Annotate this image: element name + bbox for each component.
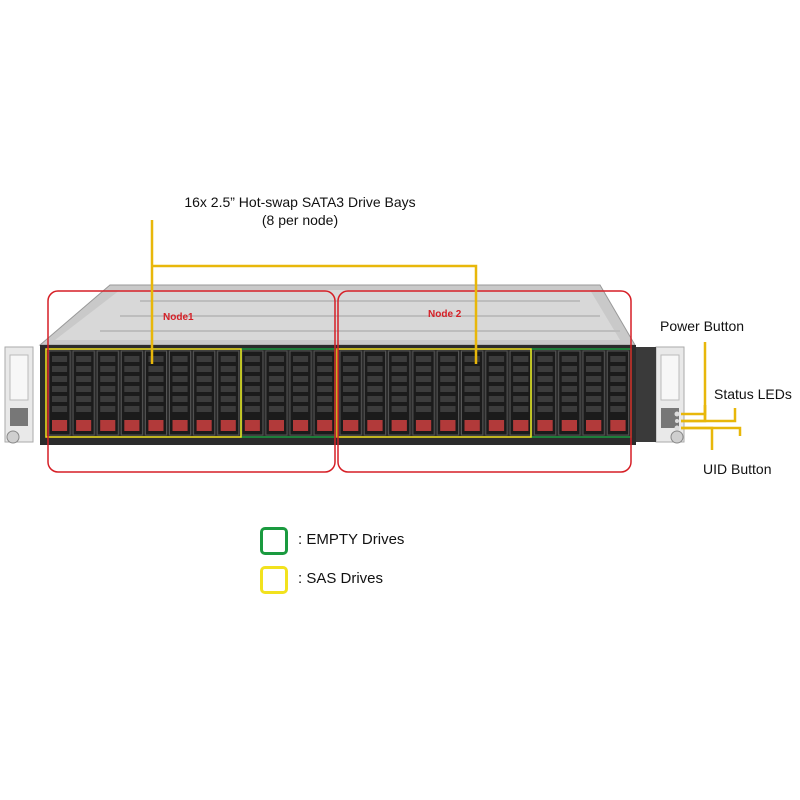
drive-latch — [100, 420, 116, 431]
drive-latch — [52, 420, 68, 431]
drive-latch — [317, 420, 333, 431]
power-button-callout-line — [681, 342, 707, 416]
drive-caddy[interactable] — [96, 350, 119, 436]
drive-caddy[interactable] — [533, 350, 557, 436]
sas-drives-legend-swatch — [260, 566, 288, 594]
node1-label: Node1 — [163, 312, 194, 323]
status-leds-label: Status LEDs — [714, 386, 792, 402]
drive-caddy[interactable] — [313, 350, 336, 436]
drive-caddy[interactable] — [120, 350, 143, 436]
chassis-top-vents — [100, 300, 620, 332]
drive-latch — [244, 420, 260, 431]
drive-caddy[interactable] — [339, 350, 362, 436]
drive-latch — [415, 420, 432, 431]
left-thumbscrew — [6, 430, 20, 444]
status-led-icon — [675, 419, 679, 423]
callout-lines — [150, 220, 742, 450]
drive-latch — [76, 420, 92, 431]
drive-latch — [586, 420, 602, 431]
drive-latch — [196, 420, 212, 431]
drive-latch — [220, 420, 236, 431]
drive-caddy[interactable] — [606, 350, 630, 436]
uid-button-icon — [674, 425, 680, 431]
node1-outline — [47, 290, 336, 473]
drive-latch — [513, 420, 529, 431]
power-button-icon — [674, 411, 680, 417]
node2-label: Node 2 — [428, 309, 462, 320]
drive-latch — [464, 420, 480, 431]
drive-caddy[interactable] — [436, 350, 460, 436]
drive-latch — [172, 420, 188, 431]
drive-latch — [343, 420, 359, 431]
drive-latch — [561, 420, 577, 431]
drive-caddy[interactable] — [388, 350, 411, 436]
drive-caddy[interactable] — [217, 350, 240, 436]
sas-drives-outline-node1 — [45, 348, 242, 438]
sas-drives-legend-label: : SAS Drives — [298, 570, 384, 587]
uid-button-callout-line — [681, 426, 714, 450]
drive-latch — [293, 420, 309, 431]
drive-caddy[interactable] — [144, 350, 167, 436]
drive-latch — [148, 420, 164, 431]
drive-caddy[interactable] — [461, 350, 484, 436]
drive-bays-callout-line2: (8 per node) — [261, 212, 339, 228]
drive-caddy[interactable] — [48, 350, 71, 436]
drive-caddy[interactable] — [412, 350, 435, 436]
drive-latch — [440, 420, 456, 431]
drive-latch — [610, 420, 626, 431]
power-button-label: Power Button — [660, 318, 745, 334]
drive-latch — [488, 420, 505, 431]
drive-caddy[interactable] — [72, 350, 95, 436]
drive-latch — [268, 420, 284, 431]
drive-latch — [391, 420, 407, 431]
right-thumbscrew — [670, 430, 684, 444]
uid-button-label: UID Button — [703, 461, 772, 477]
drive-caddy[interactable] — [485, 350, 508, 436]
drive-bays — [48, 350, 630, 436]
empty-drives-legend-swatch — [260, 527, 288, 555]
drive-caddy[interactable] — [193, 350, 216, 436]
sas-drives-outline-node2 — [336, 348, 532, 438]
drive-caddy[interactable] — [169, 350, 192, 436]
node2-outline — [337, 290, 632, 473]
drive-bays-callout: 16x 2.5” Hot-swap SATA3 Drive Bays (8 pe… — [150, 193, 450, 229]
drive-caddy[interactable] — [509, 350, 532, 436]
drive-caddy[interactable] — [363, 350, 387, 436]
drive-caddy[interactable] — [289, 350, 312, 436]
drive-latch — [124, 420, 140, 431]
drive-caddy[interactable] — [582, 350, 605, 436]
drive-latch — [537, 420, 553, 431]
empty-drives-legend-label: : EMPTY Drives — [298, 531, 405, 548]
drive-caddy[interactable] — [241, 350, 264, 436]
drive-bays-callout-line1: 16x 2.5” Hot-swap SATA3 Drive Bays — [184, 194, 416, 210]
drive-caddy[interactable] — [265, 350, 288, 436]
drive-caddy[interactable] — [558, 350, 581, 436]
drive-latch — [367, 420, 383, 431]
